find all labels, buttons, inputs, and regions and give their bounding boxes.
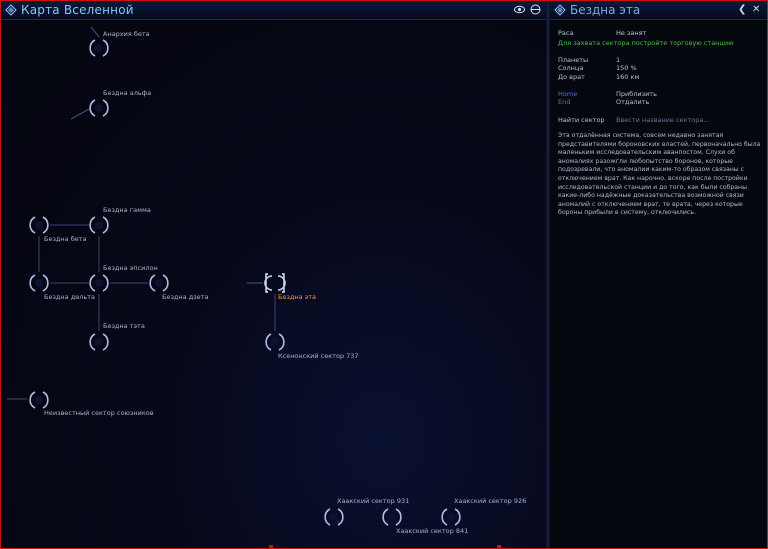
sector-portal-icon (89, 333, 109, 351)
sector-label: Бездна эпсилон (103, 264, 158, 272)
sector-node[interactable] (88, 214, 110, 236)
home-key: Home (558, 90, 578, 98)
sector-portal-icon (89, 99, 109, 117)
sector-node[interactable] (264, 331, 286, 353)
sector-label: Неизвестный сектор союзников (44, 409, 154, 417)
sector-title: Бездна эта (570, 3, 641, 17)
sector-node[interactable] (28, 389, 50, 411)
sector-node[interactable] (323, 506, 345, 528)
race-label: Раса (558, 29, 574, 37)
sector-node[interactable] (28, 214, 50, 236)
sector-node[interactable] (88, 331, 110, 353)
sector-portal-icon (149, 274, 169, 292)
sector-label: Хаакский сектор 931 (337, 497, 410, 505)
gate-distance-label: До врат (558, 73, 585, 81)
sector-portal-icon (29, 216, 49, 234)
sector-label: Хаакский сектор 926 (454, 497, 527, 505)
eye-icon[interactable] (514, 4, 525, 15)
sector-label: Хаакский сектор 841 (396, 527, 469, 535)
sector-label: Бездна гамма (103, 206, 151, 214)
selected-sector-icon (264, 273, 286, 293)
sector-node[interactable] (440, 506, 462, 528)
race-value: Не занят (616, 29, 647, 37)
map-header: Карта Вселенной (1, 1, 546, 20)
capture-hint: Для захвата сектора постройте торговую с… (558, 39, 734, 47)
sector-label: Бездна дельта (44, 293, 95, 301)
sector-portal-icon (89, 39, 109, 57)
zoom-in-action: Приблизить (616, 90, 657, 98)
planets-label: Планеты (558, 56, 589, 64)
close-icon[interactable]: ✕ (752, 4, 761, 15)
sector-label: Бездна тэта (103, 322, 145, 330)
map-title: Карта Вселенной (21, 3, 134, 17)
frame-marker (497, 545, 501, 548)
sector-portal-icon (441, 508, 461, 526)
sector-portal-icon (265, 333, 285, 351)
suns-label: Солнца (558, 64, 584, 72)
emblem-icon (5, 4, 17, 16)
sector-label: Ксенонский сектор 737 (278, 352, 359, 360)
sector-label: Бездна альфа (103, 89, 152, 97)
sector-node[interactable] (381, 506, 403, 528)
orbit-icon[interactable] (530, 4, 541, 15)
frame-marker (269, 545, 273, 548)
sector-label: Бездна бета (44, 235, 87, 243)
sector-connections (7, 26, 276, 400)
sector-node[interactable] (88, 97, 110, 119)
sector-portal-icon (382, 508, 402, 526)
gate-distance-value: 160 км (616, 73, 640, 81)
sector-node[interactable] (28, 272, 50, 294)
planets-value: 1 (616, 56, 621, 64)
suns-value: 150 % (616, 64, 637, 72)
info-header: Бездна эта ❮ ✕ (550, 1, 767, 20)
universe-map-panel[interactable]: Карта Вселенной Анархия бета (1, 1, 546, 548)
sector-portal-icon (29, 274, 49, 292)
sector-description: Эта отдалённая система, совсем недавно з… (558, 132, 761, 217)
sector-info-panel: Бездна эта ❮ ✕ Раса Не занят Для захвата… (550, 1, 767, 548)
sector-node-selected[interactable] (264, 272, 286, 294)
sector-portal-icon (29, 391, 49, 409)
panel-divider (546, 1, 550, 548)
sector-node[interactable] (88, 272, 110, 294)
sector-node[interactable] (148, 272, 170, 294)
sector-portal-icon (324, 508, 344, 526)
emblem-icon (554, 4, 566, 16)
sector-label: Анархия бета (103, 30, 150, 38)
end-key: End (558, 98, 571, 106)
back-arrow-icon[interactable]: ❮ (738, 4, 747, 15)
sector-label: Бездна дзета (162, 293, 209, 301)
sector-portal-icon (89, 216, 109, 234)
search-label: Найти сектор (558, 116, 605, 124)
zoom-out-action: Отдалить (616, 98, 650, 106)
selected-sector-label: Бездна эта (278, 293, 317, 301)
search-input[interactable]: Ввести название сектора... (616, 116, 710, 124)
sector-node[interactable] (88, 37, 110, 59)
sector-portal-icon (89, 274, 109, 292)
